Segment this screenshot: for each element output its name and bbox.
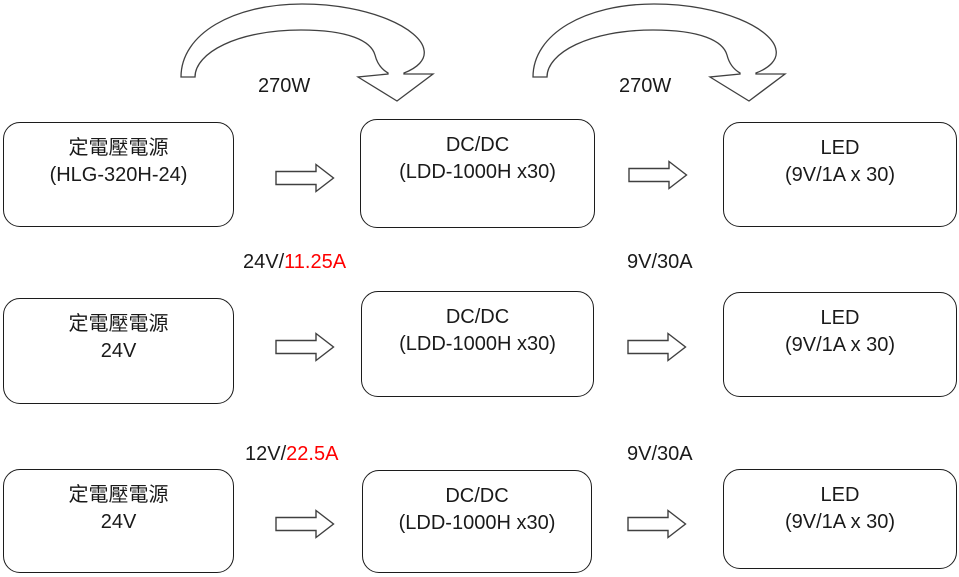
converter-box-row3: DC/DC (LDD-1000H x30) (362, 470, 592, 573)
input-current: 22.5A (286, 443, 339, 465)
box-title: 定電壓電源 (68, 137, 169, 159)
box-title: DC/DC (445, 306, 510, 328)
converter-box-row1: DC/DC (LDD-1000H x30) (360, 119, 595, 228)
box-subtitle: (9V/1A x 30) (784, 334, 896, 356)
flow-arrow-icon (627, 509, 687, 539)
load-box-row1: LED (9V/1A x 30) (723, 122, 957, 227)
box-subtitle: (LDD-1000H x30) (398, 512, 556, 534)
flow-arrow-icon (275, 163, 335, 193)
box-title: LED (820, 137, 860, 159)
box-title: DC/DC (445, 485, 509, 507)
input-current: 11.25A (284, 251, 347, 273)
box-subtitle: (HLG-320H-24) (49, 164, 188, 186)
box-title: 定電壓電源 (68, 313, 169, 335)
flow-arrow-icon (275, 509, 335, 539)
input-label-row2: 24V/11.25A (243, 250, 346, 274)
source-box-row3: 定電壓電源 24V (3, 469, 234, 573)
input-voltage: 12V/ (245, 443, 287, 465)
load-box-row2: LED (9V/1A x 30) (723, 292, 957, 397)
output-label-row3: 9V/30A (627, 443, 693, 465)
flow-arrow-icon (627, 332, 687, 362)
source-box-row1: 定電壓電源 (HLG-320H-24) (3, 122, 234, 227)
power-label-left: 270W (258, 75, 311, 97)
power-label-right: 270W (619, 75, 672, 97)
box-subtitle: 24V (100, 511, 137, 533)
box-title: 定電壓電源 (68, 484, 169, 506)
converter-box-row2: DC/DC (LDD-1000H x30) (361, 291, 594, 397)
box-subtitle: 24V (100, 340, 137, 362)
flow-arrow-icon (628, 160, 688, 190)
source-box-row2: 定電壓電源 24V (3, 298, 234, 404)
flow-arrow-icon (275, 332, 335, 362)
box-title: DC/DC (445, 134, 510, 156)
load-box-row3: LED (9V/1A x 30) (723, 469, 957, 569)
box-title: LED (820, 307, 860, 329)
input-label-row3: 12V/22.5A (245, 442, 338, 466)
box-title: LED (820, 484, 860, 506)
input-voltage: 24V/ (243, 251, 285, 273)
box-subtitle: (9V/1A x 30) (784, 511, 896, 533)
box-subtitle: (LDD-1000H x30) (399, 333, 556, 355)
box-subtitle: (9V/1A x 30) (784, 164, 896, 186)
output-label-row2: 9V/30A (627, 251, 693, 273)
box-subtitle: (LDD-1000H x30) (399, 161, 556, 183)
